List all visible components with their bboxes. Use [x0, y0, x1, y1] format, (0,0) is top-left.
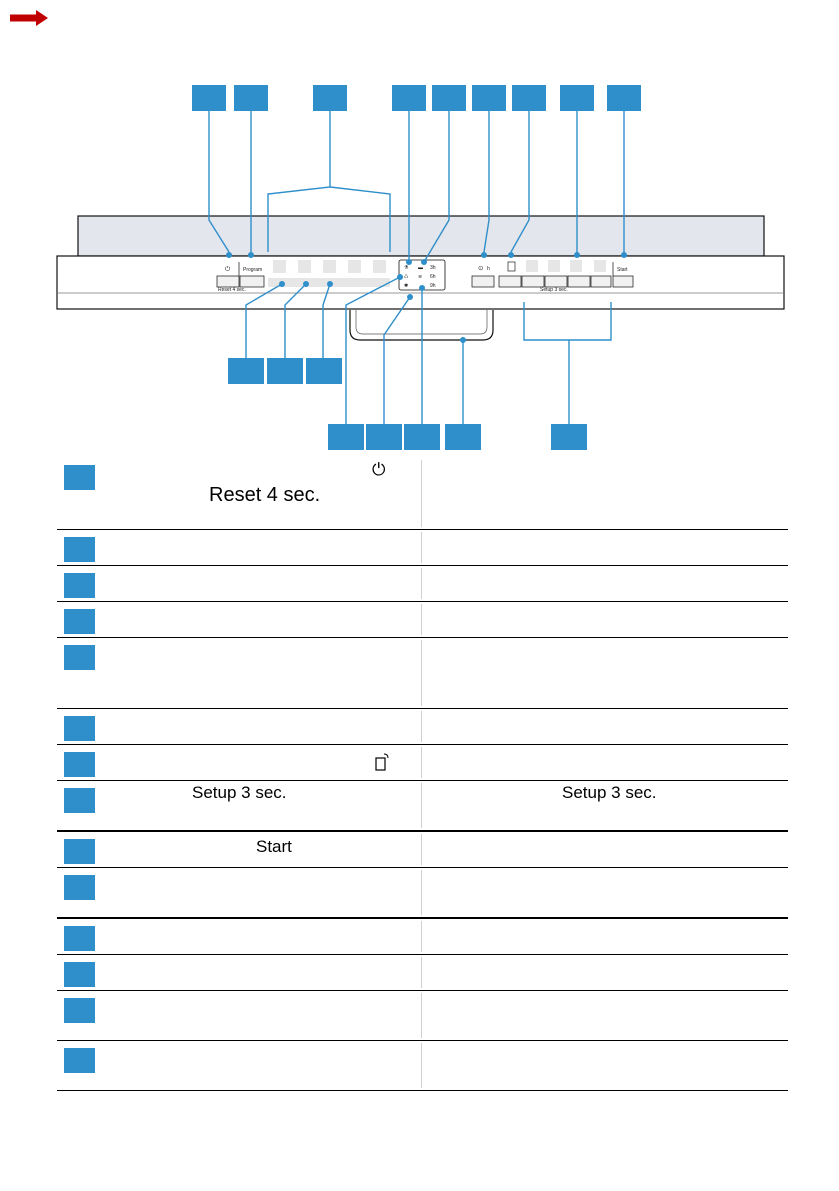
- setup-small-label: Setup 3 sec.: [540, 287, 568, 293]
- callout-marker: [64, 752, 95, 777]
- option-lamp: [594, 260, 606, 272]
- start-button[interactable]: [612, 275, 634, 288]
- option-lamp: [526, 260, 538, 272]
- remote-start-icon: [375, 753, 389, 771]
- legend-row-12: [57, 955, 788, 991]
- callout-tag: [306, 358, 342, 384]
- callout-marker: [64, 788, 95, 813]
- program-lamp: [323, 260, 336, 273]
- callout-tag: [512, 85, 546, 111]
- direction-arrow-icon: [10, 10, 48, 26]
- callout-tag: [313, 85, 347, 111]
- callout-marker: [64, 1048, 95, 1073]
- setup-label-right: Setup 3 sec.: [562, 783, 657, 802]
- callout-marker: [64, 573, 95, 598]
- legend-row-3: [57, 566, 788, 602]
- delay-button[interactable]: [471, 275, 495, 288]
- power-icon: ⏻: [225, 266, 230, 273]
- option-button[interactable]: [567, 275, 591, 288]
- power-icon: ⏻: [372, 460, 386, 479]
- callout-tag: [607, 85, 641, 111]
- callout-tag: [267, 358, 303, 384]
- reset-label: Reset 4 sec.: [209, 484, 321, 506]
- callout-marker: [64, 962, 95, 987]
- program-lamp: [273, 260, 286, 273]
- legend-row-9: Start: [57, 832, 788, 868]
- callout-tag: [234, 85, 268, 111]
- callout-marker: [64, 716, 95, 741]
- legend-row-14: [57, 1041, 788, 1091]
- legend-table: ⏻ Reset 4 sec. Setup 3 sec. Setup 3 sec.…: [57, 458, 788, 1091]
- legend-row-2: [57, 530, 788, 566]
- option-9h: 9h: [430, 283, 436, 289]
- panel-top-strip: [77, 215, 765, 257]
- callout-tag: [404, 424, 440, 450]
- remote-start-icon: [507, 261, 516, 272]
- option-3h: 3h: [430, 265, 436, 271]
- callout-tag: [551, 424, 587, 450]
- callout-marker: [64, 839, 95, 864]
- legend-row-11: [57, 919, 788, 955]
- program-label: Program: [243, 267, 262, 273]
- program-lamp: [373, 260, 386, 273]
- power-button[interactable]: [216, 275, 240, 288]
- option-lamp: [548, 260, 560, 272]
- callout-marker: [64, 537, 95, 562]
- option-button[interactable]: [544, 275, 568, 288]
- legend-row-6: [57, 709, 788, 745]
- reset-small-label: Reset 4 sec.: [218, 287, 246, 293]
- option-button[interactable]: [521, 275, 545, 288]
- legend-row-10: [57, 868, 788, 919]
- start-label: Start: [256, 837, 292, 856]
- callout-tag: [192, 85, 226, 111]
- callout-marker: [64, 465, 95, 490]
- callout-tag: [560, 85, 594, 111]
- salt-icon: ⚗: [404, 265, 409, 271]
- legend-row-8: Setup 3 sec. Setup 3 sec.: [57, 781, 788, 832]
- callout-tag: [228, 358, 264, 384]
- delay-label: h: [487, 266, 490, 272]
- callout-marker: [64, 609, 95, 634]
- callout-tag: [392, 85, 426, 111]
- rinse-aid-icon: ♺: [404, 274, 409, 280]
- legend-row-5: [57, 638, 788, 709]
- clock-icon: ⊙: [478, 265, 484, 272]
- legend-row-1: ⏻ Reset 4 sec.: [57, 458, 788, 530]
- start-label: Start: [617, 267, 628, 273]
- callout-tag: [328, 424, 364, 450]
- callout-marker: [64, 875, 95, 900]
- key-icon: ▬: [418, 265, 423, 271]
- water-tap-icon: ✱: [404, 283, 408, 289]
- callout-marker: [64, 998, 95, 1023]
- callout-tag: [366, 424, 402, 450]
- callout-marker: [64, 926, 95, 951]
- program-lamp: [348, 260, 361, 273]
- wifi-icon: ≋: [418, 274, 422, 280]
- bottom-callouts: [228, 358, 587, 450]
- option-6h: 6h: [430, 274, 436, 280]
- callout-tag: [472, 85, 506, 111]
- option-lamp: [570, 260, 582, 272]
- control-panel-diagram: ⏻ Reset 4 sec. Program ⚗ ♺ ✱ 3h 6h 9h ▬ …: [56, 85, 785, 450]
- callout-tag: [445, 424, 481, 450]
- option-button[interactable]: [590, 275, 612, 288]
- program-lamp: [298, 260, 311, 273]
- callout-marker: [64, 645, 95, 670]
- callout-tag: [432, 85, 466, 111]
- legend-row-13: [57, 991, 788, 1041]
- setup-label-left: Setup 3 sec.: [192, 783, 287, 802]
- program-button[interactable]: [239, 275, 265, 288]
- option-button[interactable]: [498, 275, 522, 288]
- legend-row-7: [57, 745, 788, 781]
- legend-row-4: [57, 602, 788, 638]
- top-callouts: [192, 85, 641, 111]
